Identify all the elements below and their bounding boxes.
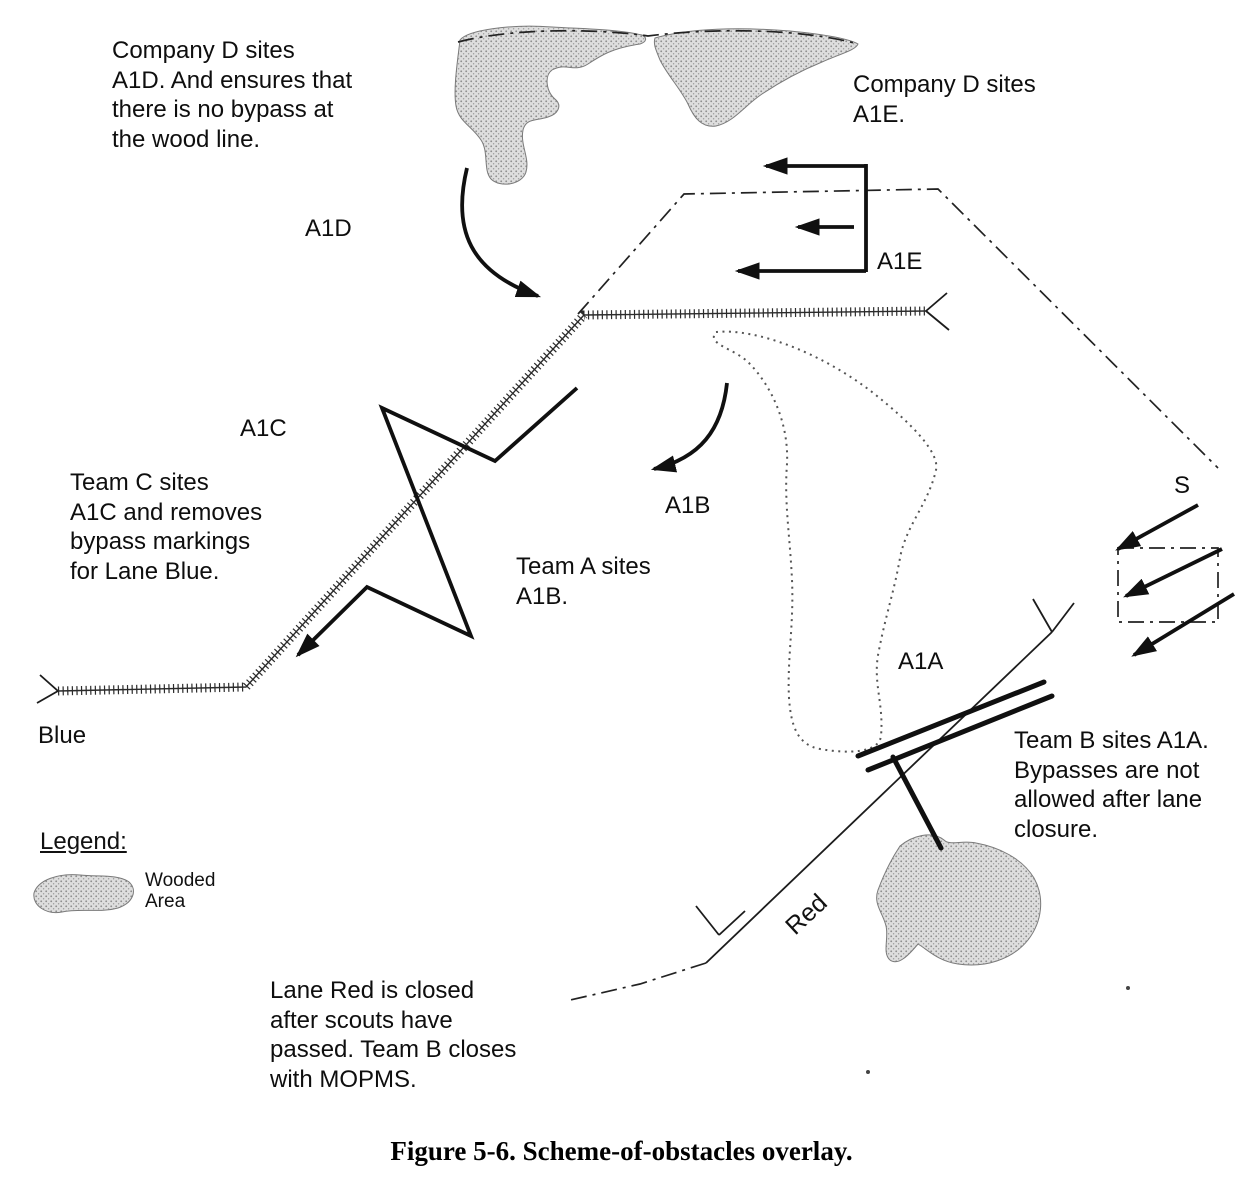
boundary-wood-line (457, 29, 859, 45)
boundary-bottom-left (565, 962, 707, 1002)
note-company-d-a1e: Company D sites A1E. (853, 71, 1036, 128)
note-company-d-a1d: Company D sites A1D. And ensures that th… (112, 37, 353, 153)
situational-obstacle-s (1115, 503, 1235, 657)
lane-red (695, 598, 1075, 964)
lane-blue-fork-left (36, 674, 59, 704)
figure-caption: Figure 5-6. Scheme-of-obstacles overlay. (390, 1136, 853, 1166)
boundary-main (577, 188, 1219, 469)
lane-blue-fork-right (925, 292, 950, 331)
lane-red-closure-bar (890, 754, 944, 851)
stray-dot (866, 1070, 870, 1074)
legend-wooded-label: Wooded Area (145, 870, 216, 912)
a1b-pointer-arrow (650, 382, 729, 473)
lane-blue (36, 292, 950, 704)
a1e-arrows (734, 157, 868, 280)
legend-wooded-swatch (33, 874, 134, 914)
wooded-area-top-left (454, 25, 647, 185)
dotted-area-outline (712, 330, 938, 753)
label-a1d: A1D (305, 215, 352, 242)
note-lane-red-closure: Lane Red is closed after scouts have pas… (270, 977, 517, 1093)
label-a1c: A1C (240, 415, 287, 442)
lane-red-fork-bottom (695, 905, 746, 936)
note-team-a: Team A sites A1B. (516, 553, 651, 610)
wooded-area-bottom-right (876, 834, 1042, 966)
label-a1e: A1E (877, 248, 923, 275)
obstacle-a1a (855, 679, 1055, 851)
label-lane-blue: Blue (38, 722, 87, 749)
wooded-area-top-right (653, 28, 859, 127)
a1d-pointer-arrow (460, 167, 542, 298)
label-s: S (1174, 472, 1191, 499)
s-dashdot-box (1117, 547, 1219, 623)
stray-dot (1126, 986, 1130, 990)
label-a1a: A1A (898, 648, 944, 675)
note-team-b: Team B sites A1A. Bypasses are not allow… (1014, 727, 1209, 843)
note-team-c: Team C sites A1C and removes bypass mark… (70, 469, 263, 585)
legend-title: Legend: (40, 828, 127, 855)
lane-red-fork-top (1032, 598, 1075, 633)
label-a1b: A1B (665, 492, 711, 519)
obstacle-a1c-zigzag-arrow (295, 386, 579, 658)
